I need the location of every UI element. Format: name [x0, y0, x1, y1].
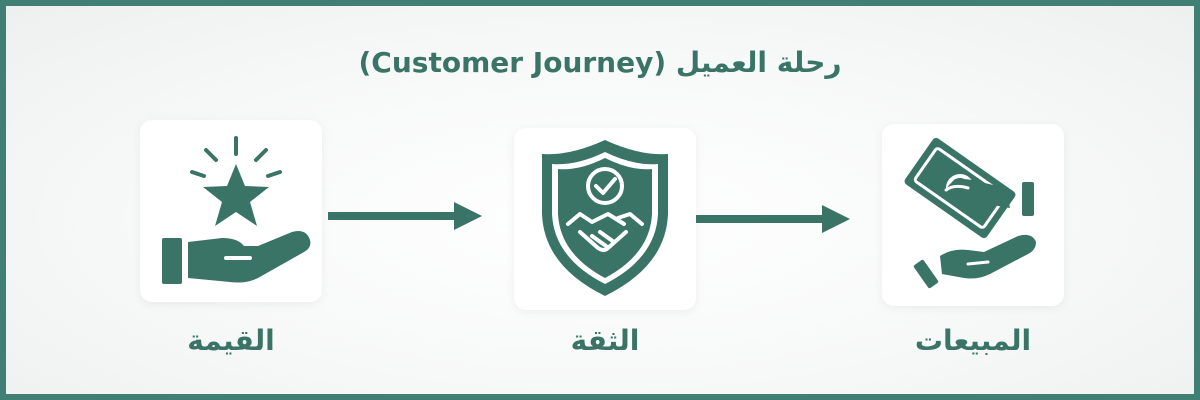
diagram-title: رحلة العميل (Customer Journey) [358, 46, 842, 79]
hand-star-icon [162, 136, 311, 284]
shield-handshake-icon [542, 140, 668, 296]
step-card-trust [514, 128, 696, 310]
step-label-trust: الثقة [570, 324, 640, 357]
step-card-sales [882, 124, 1064, 306]
arrow-1-right [328, 202, 482, 230]
money-hand-icon [904, 137, 1036, 289]
arrow-2-right [696, 205, 850, 233]
step-label-sales: المبيعات [914, 324, 1032, 357]
step-card-value [140, 120, 322, 302]
step-label-value: القيمة [187, 324, 275, 357]
